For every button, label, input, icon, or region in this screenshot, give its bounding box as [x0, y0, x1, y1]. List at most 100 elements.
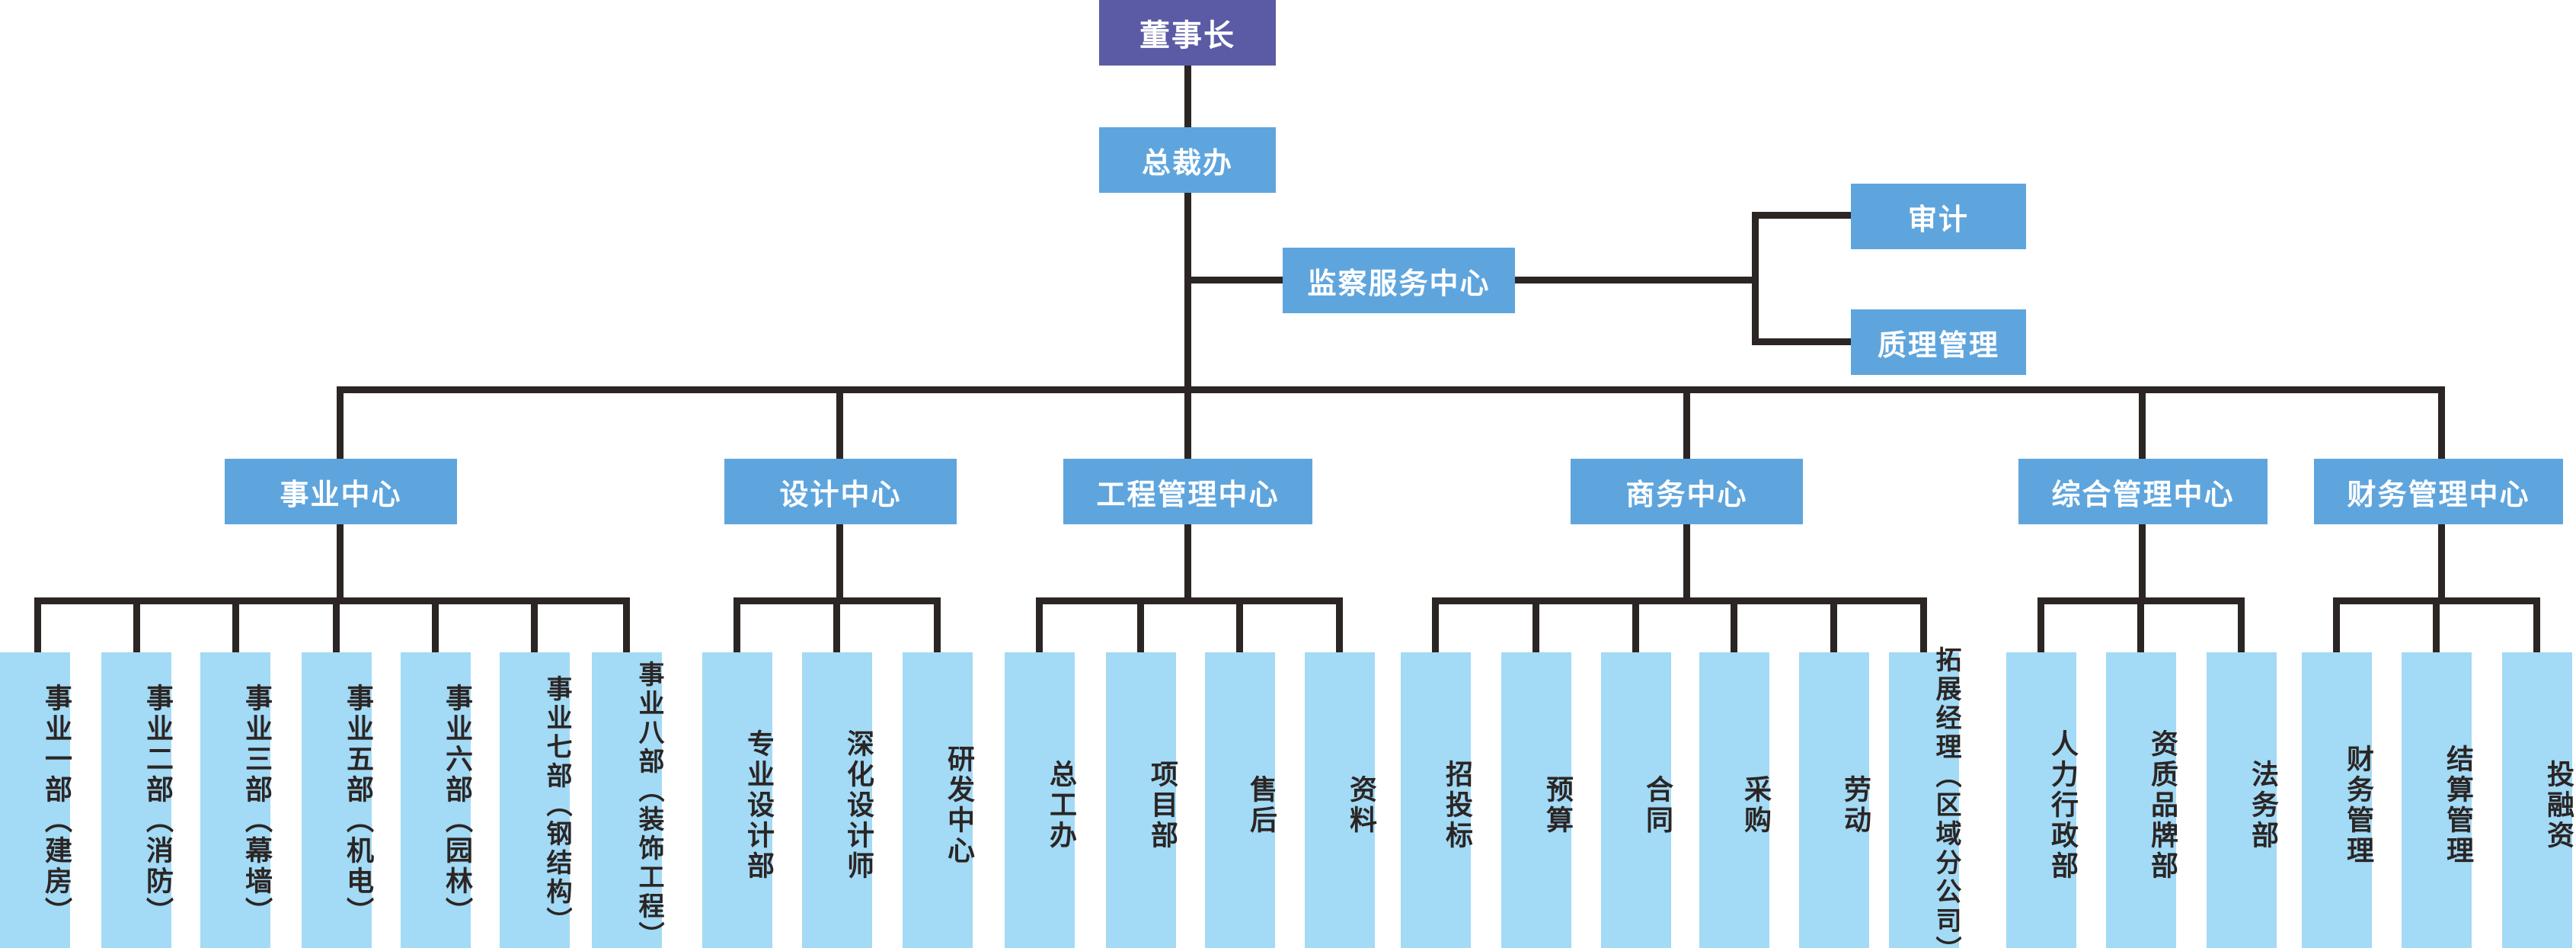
node-dept-budget[interactable]: 预算: [1501, 652, 1574, 948]
node-dept-documentation[interactable]: 资料: [1305, 652, 1377, 948]
connector-design-child-0: [733, 597, 740, 652]
node-president-office[interactable]: 总裁办: [1099, 127, 1276, 193]
node-supervision-center-label: 监察服务中心: [1307, 267, 1491, 300]
node-dept-procurement[interactable]: 采购: [1699, 652, 1772, 948]
node-dept-labor[interactable]: 劳动: [1799, 652, 1871, 948]
node-dept-business-7[interactable]: 事业七部（钢结构）: [500, 652, 571, 948]
node-dept-qualification-brand[interactable]: 资质品牌部: [2106, 652, 2178, 948]
connector-engineering-child-0: [1036, 597, 1043, 652]
node-dept-rnd-center-label: 研发中心: [944, 745, 975, 866]
connector-finance-center-drop: [2438, 524, 2445, 597]
connector-commerce-child-0: [1432, 597, 1439, 652]
node-dept-qualification-brand-label: 资质品牌部: [2147, 729, 2178, 882]
node-dept-documentation-label: 资料: [1346, 775, 1377, 836]
node-dept-business-1[interactable]: 事业一部（建房）: [0, 652, 72, 948]
connector-engineering-center-drop: [1184, 524, 1191, 597]
node-center-design[interactable]: 设计中心: [724, 459, 957, 524]
trunk-centers-horizontal: [337, 386, 2445, 393]
node-center-design-label: 设计中心: [779, 479, 902, 511]
connector-president-to-supervision: [1184, 277, 1283, 283]
node-dept-business-6[interactable]: 事业六部（园林）: [401, 652, 473, 948]
connector-business-child-4: [432, 597, 439, 652]
node-supervision-center[interactable]: 监察服务中心: [1283, 248, 1515, 313]
node-quality-management-label: 质理管理: [1877, 329, 1999, 362]
node-dept-bidding[interactable]: 招投标: [1401, 652, 1473, 948]
node-dept-business-7-label: 事业七部（钢结构）: [542, 675, 571, 936]
node-dept-professional-design[interactable]: 专业设计部: [702, 652, 775, 948]
node-dept-budget-label: 预算: [1542, 775, 1574, 836]
connector-business-child-3: [333, 597, 340, 652]
node-dept-after-sales[interactable]: 售后: [1205, 652, 1277, 948]
node-dept-legal-label: 法务部: [2248, 760, 2279, 851]
node-audit-label: 审计: [1907, 203, 1969, 236]
node-center-engineering[interactable]: 工程管理中心: [1063, 459, 1312, 524]
node-dept-chief-engineer-office[interactable]: 总工办: [1005, 652, 1077, 948]
node-dept-rnd-center[interactable]: 研发中心: [903, 652, 975, 948]
connector-business-center-drop: [337, 524, 344, 597]
node-dept-settlement-management[interactable]: 结算管理: [2402, 652, 2474, 948]
node-dept-business-8[interactable]: 事业八部（装饰工程）: [592, 652, 663, 948]
node-dept-hr-admin[interactable]: 人力行政部: [2006, 652, 2079, 948]
connector-chairman-to-president: [1184, 66, 1191, 127]
connector-commerce-child-2: [1632, 597, 1639, 652]
node-dept-contract[interactable]: 合同: [1601, 652, 1673, 948]
subtrunk-engineering-center: [1036, 597, 1343, 604]
node-dept-expansion-manager-label: 拓展经理（区域分公司）: [1932, 646, 1961, 948]
node-dept-labor-label: 劳动: [1840, 775, 1871, 836]
node-dept-after-sales-label: 售后: [1246, 775, 1277, 836]
connector-business-child-1: [133, 597, 140, 652]
connector-commerce-child-4: [1830, 597, 1837, 652]
node-dept-business-3[interactable]: 事业三部（幕墙）: [200, 652, 273, 948]
connector-finance-child-1: [2433, 597, 2440, 652]
node-quality-management[interactable]: 质理管理: [1851, 309, 2026, 375]
connector-engineering-child-1: [1137, 597, 1144, 652]
node-center-finance-label: 财务管理中心: [2347, 479, 2530, 511]
connector-commerce-child-3: [1731, 597, 1737, 652]
node-dept-settlement-management-label: 结算管理: [2443, 745, 2474, 866]
node-dept-contract-label: 合同: [1642, 775, 1673, 836]
node-dept-project[interactable]: 项目部: [1106, 652, 1178, 948]
node-dept-investment-financing[interactable]: 投融资: [2502, 652, 2574, 948]
node-center-commerce[interactable]: 商务中心: [1571, 459, 1803, 524]
node-chairman[interactable]: 董事长: [1099, 0, 1276, 66]
connector-design-center-drop: [836, 524, 843, 597]
node-dept-business-2-label: 事业二部（消防）: [142, 684, 174, 927]
node-dept-project-label: 项目部: [1147, 760, 1178, 851]
node-center-general-label: 综合管理中心: [2051, 479, 2235, 511]
subtrunk-business-center: [34, 597, 630, 604]
connector-business-child-6: [623, 597, 630, 652]
connector-general-child-0: [2037, 597, 2044, 652]
connector-general-center-drop: [2139, 524, 2146, 597]
node-dept-business-3-label: 事业三部（幕墙）: [241, 684, 273, 927]
connector-trunk-to-engineering-center: [1184, 386, 1191, 463]
node-dept-business-5[interactable]: 事业五部（机电）: [302, 652, 374, 948]
connector-commerce-child-1: [1532, 597, 1539, 652]
node-dept-financial-management-label: 财务管理: [2343, 745, 2374, 866]
connector-business-child-5: [531, 597, 538, 652]
node-center-finance[interactable]: 财务管理中心: [2314, 459, 2563, 524]
connector-bracket-to-quality: [1752, 338, 1851, 345]
connector-design-child-2: [934, 597, 941, 652]
node-dept-professional-design-label: 专业设计部: [743, 729, 775, 882]
node-dept-financial-management[interactable]: 财务管理: [2302, 652, 2374, 948]
node-dept-procurement-label: 采购: [1740, 775, 1772, 836]
connector-business-child-0: [34, 597, 41, 652]
connector-general-child-1: [2137, 597, 2144, 652]
node-dept-business-2[interactable]: 事业二部（消防）: [101, 652, 174, 948]
connector-commerce-center-drop: [1683, 524, 1690, 597]
connector-general-child-2: [2238, 597, 2245, 652]
node-dept-deepening-design[interactable]: 深化设计师: [802, 652, 874, 948]
node-dept-business-5-label: 事业五部（机电）: [343, 684, 374, 927]
node-audit[interactable]: 审计: [1851, 184, 2026, 249]
node-chairman-label: 董事长: [1139, 19, 1235, 53]
node-dept-expansion-manager[interactable]: 拓展经理（区域分公司）: [1889, 646, 1961, 948]
connector-engineering-child-3: [1336, 597, 1343, 652]
node-center-business[interactable]: 事业中心: [225, 459, 457, 524]
node-dept-hr-admin-label: 人力行政部: [2047, 729, 2079, 882]
node-dept-legal[interactable]: 法务部: [2207, 652, 2279, 948]
connector-trunk-to-design-center: [836, 386, 843, 463]
connector-finance-child-0: [2333, 597, 2340, 652]
node-center-general[interactable]: 综合管理中心: [2018, 459, 2268, 524]
node-center-engineering-label: 工程管理中心: [1096, 479, 1280, 511]
